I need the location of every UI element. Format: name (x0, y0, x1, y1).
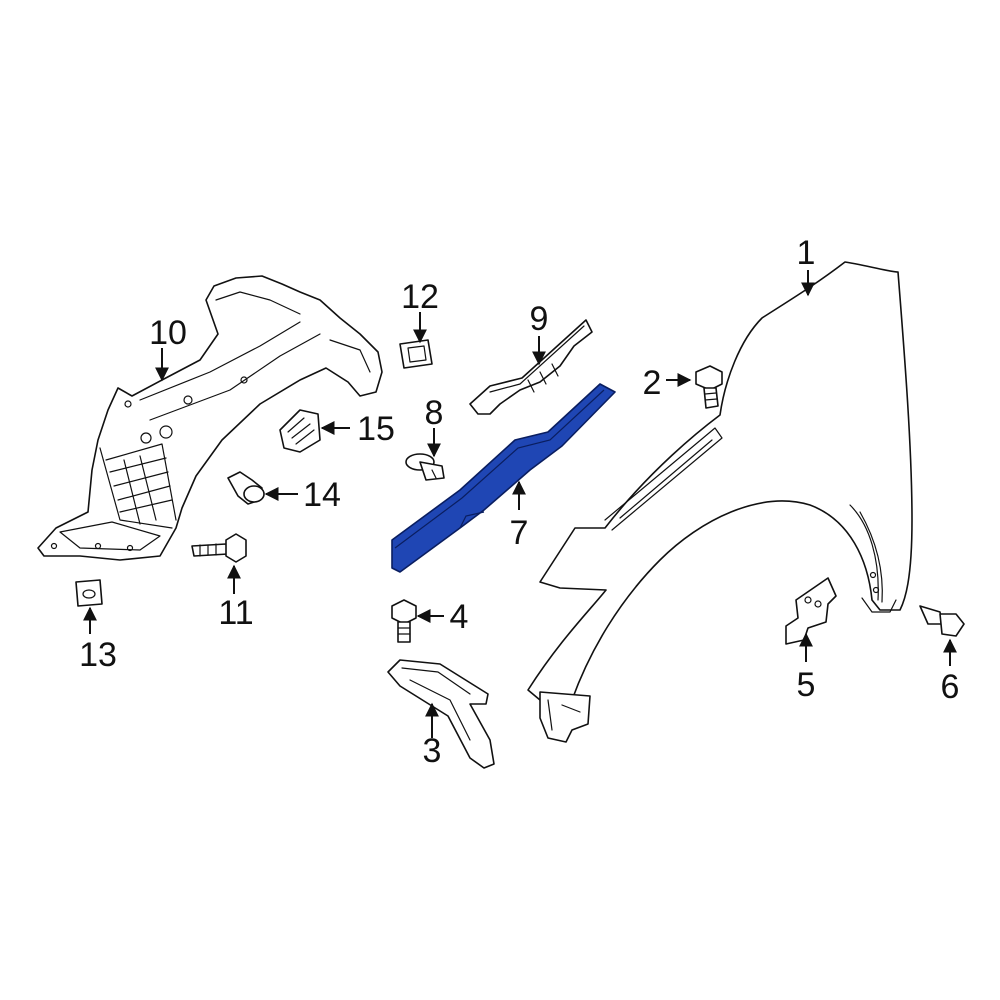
callout-7: 7 (510, 514, 529, 552)
bolt-part-11 (191, 533, 247, 563)
callout-11: 11 (218, 594, 253, 632)
callout-6: 6 (941, 668, 960, 706)
callout-2: 2 (643, 364, 662, 402)
callout-8: 8 (425, 394, 444, 432)
clip-part-14 (227, 471, 265, 505)
bolt-part-2 (695, 365, 723, 409)
callout-3: 3 (423, 732, 442, 770)
callout-5: 5 (797, 666, 816, 704)
callout-14: 14 (303, 476, 341, 514)
leader-lines (83, 270, 957, 738)
bolt-part-4 (391, 599, 417, 643)
retainer-part-15 (279, 409, 321, 453)
bracket-part-9 (469, 319, 593, 415)
clip-part-13 (75, 579, 103, 607)
clip-part-8 (405, 453, 445, 481)
seal-part-7-highlighted (391, 383, 616, 573)
bracket-part-5 (785, 577, 837, 645)
callout-10: 10 (149, 314, 187, 352)
bolt-part-6 (919, 605, 965, 637)
callout-12: 12 (401, 278, 439, 316)
bracket-part-3 (387, 659, 495, 769)
callout-9: 9 (530, 300, 549, 338)
callout-4: 4 (450, 598, 469, 636)
clip-part-12 (399, 339, 433, 369)
callout-1: 1 (797, 234, 816, 272)
callout-15: 15 (357, 410, 395, 448)
callout-13: 13 (79, 636, 117, 674)
fender-part (527, 261, 913, 743)
fender-liner-part-10 (37, 275, 383, 561)
callout-labels: 1 2 3 4 5 6 7 8 9 10 11 12 13 14 15 (79, 234, 959, 770)
